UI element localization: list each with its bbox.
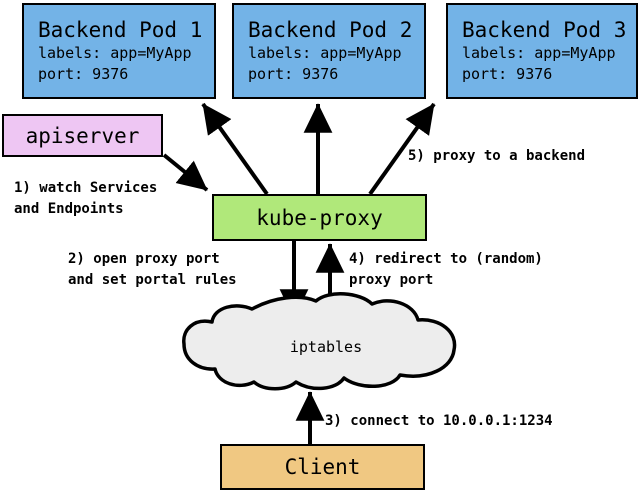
backend-pod-3-port: port: 9376 bbox=[462, 64, 553, 83]
backend-pod-1-title: Backend Pod 1 bbox=[38, 17, 203, 42]
kube-proxy-label: kube-proxy bbox=[256, 205, 383, 230]
backend-pod-3-box: Backend Pod 3 labels: app=MyApp port: 93… bbox=[446, 3, 638, 99]
edge-label-step2-line1: 2) open proxy port bbox=[68, 251, 220, 267]
backend-pod-1-port: port: 9376 bbox=[38, 64, 129, 83]
apiserver-box: apiserver bbox=[2, 114, 163, 157]
edge-label-step1-line2: and Endpoints bbox=[14, 201, 124, 217]
kube-proxy-box: kube-proxy bbox=[212, 194, 427, 241]
edge-apiserver-to-kubeproxy bbox=[162, 153, 209, 192]
backend-pod-1-labels: labels: app=MyApp bbox=[38, 43, 192, 62]
edge-kubeproxy-to-pod1 bbox=[201, 102, 269, 196]
backend-pod-2-title: Backend Pod 2 bbox=[248, 17, 413, 42]
edge-label-step2-line2: and set portal rules bbox=[68, 272, 237, 288]
backend-pod-1-box: Backend Pod 1 labels: app=MyApp port: 93… bbox=[22, 3, 216, 99]
client-label: Client bbox=[284, 455, 361, 479]
client-box: Client bbox=[220, 444, 425, 490]
edge-label-step5: 5) proxy to a backend bbox=[408, 148, 586, 164]
apiserver-label: apiserver bbox=[25, 123, 140, 148]
backend-pod-2-port: port: 9376 bbox=[248, 64, 339, 83]
backend-pod-2-labels: labels: app=MyApp bbox=[248, 43, 402, 62]
backend-pod-3-labels: labels: app=MyApp bbox=[462, 43, 616, 62]
backend-pod-3-title: Backend Pod 3 bbox=[462, 17, 627, 42]
backend-pod-2-box: Backend Pod 2 labels: app=MyApp port: 93… bbox=[232, 3, 426, 99]
edge-label-step1-line1: 1) watch Services bbox=[14, 180, 158, 196]
edge-label-step4-line2: proxy port bbox=[349, 272, 434, 288]
edge-label-step4-line1: 4) redirect to (random) bbox=[349, 251, 543, 267]
edge-label-step3: 3) connect to 10.0.0.1:1234 bbox=[325, 413, 553, 429]
iptables-label: iptables bbox=[289, 338, 363, 356]
